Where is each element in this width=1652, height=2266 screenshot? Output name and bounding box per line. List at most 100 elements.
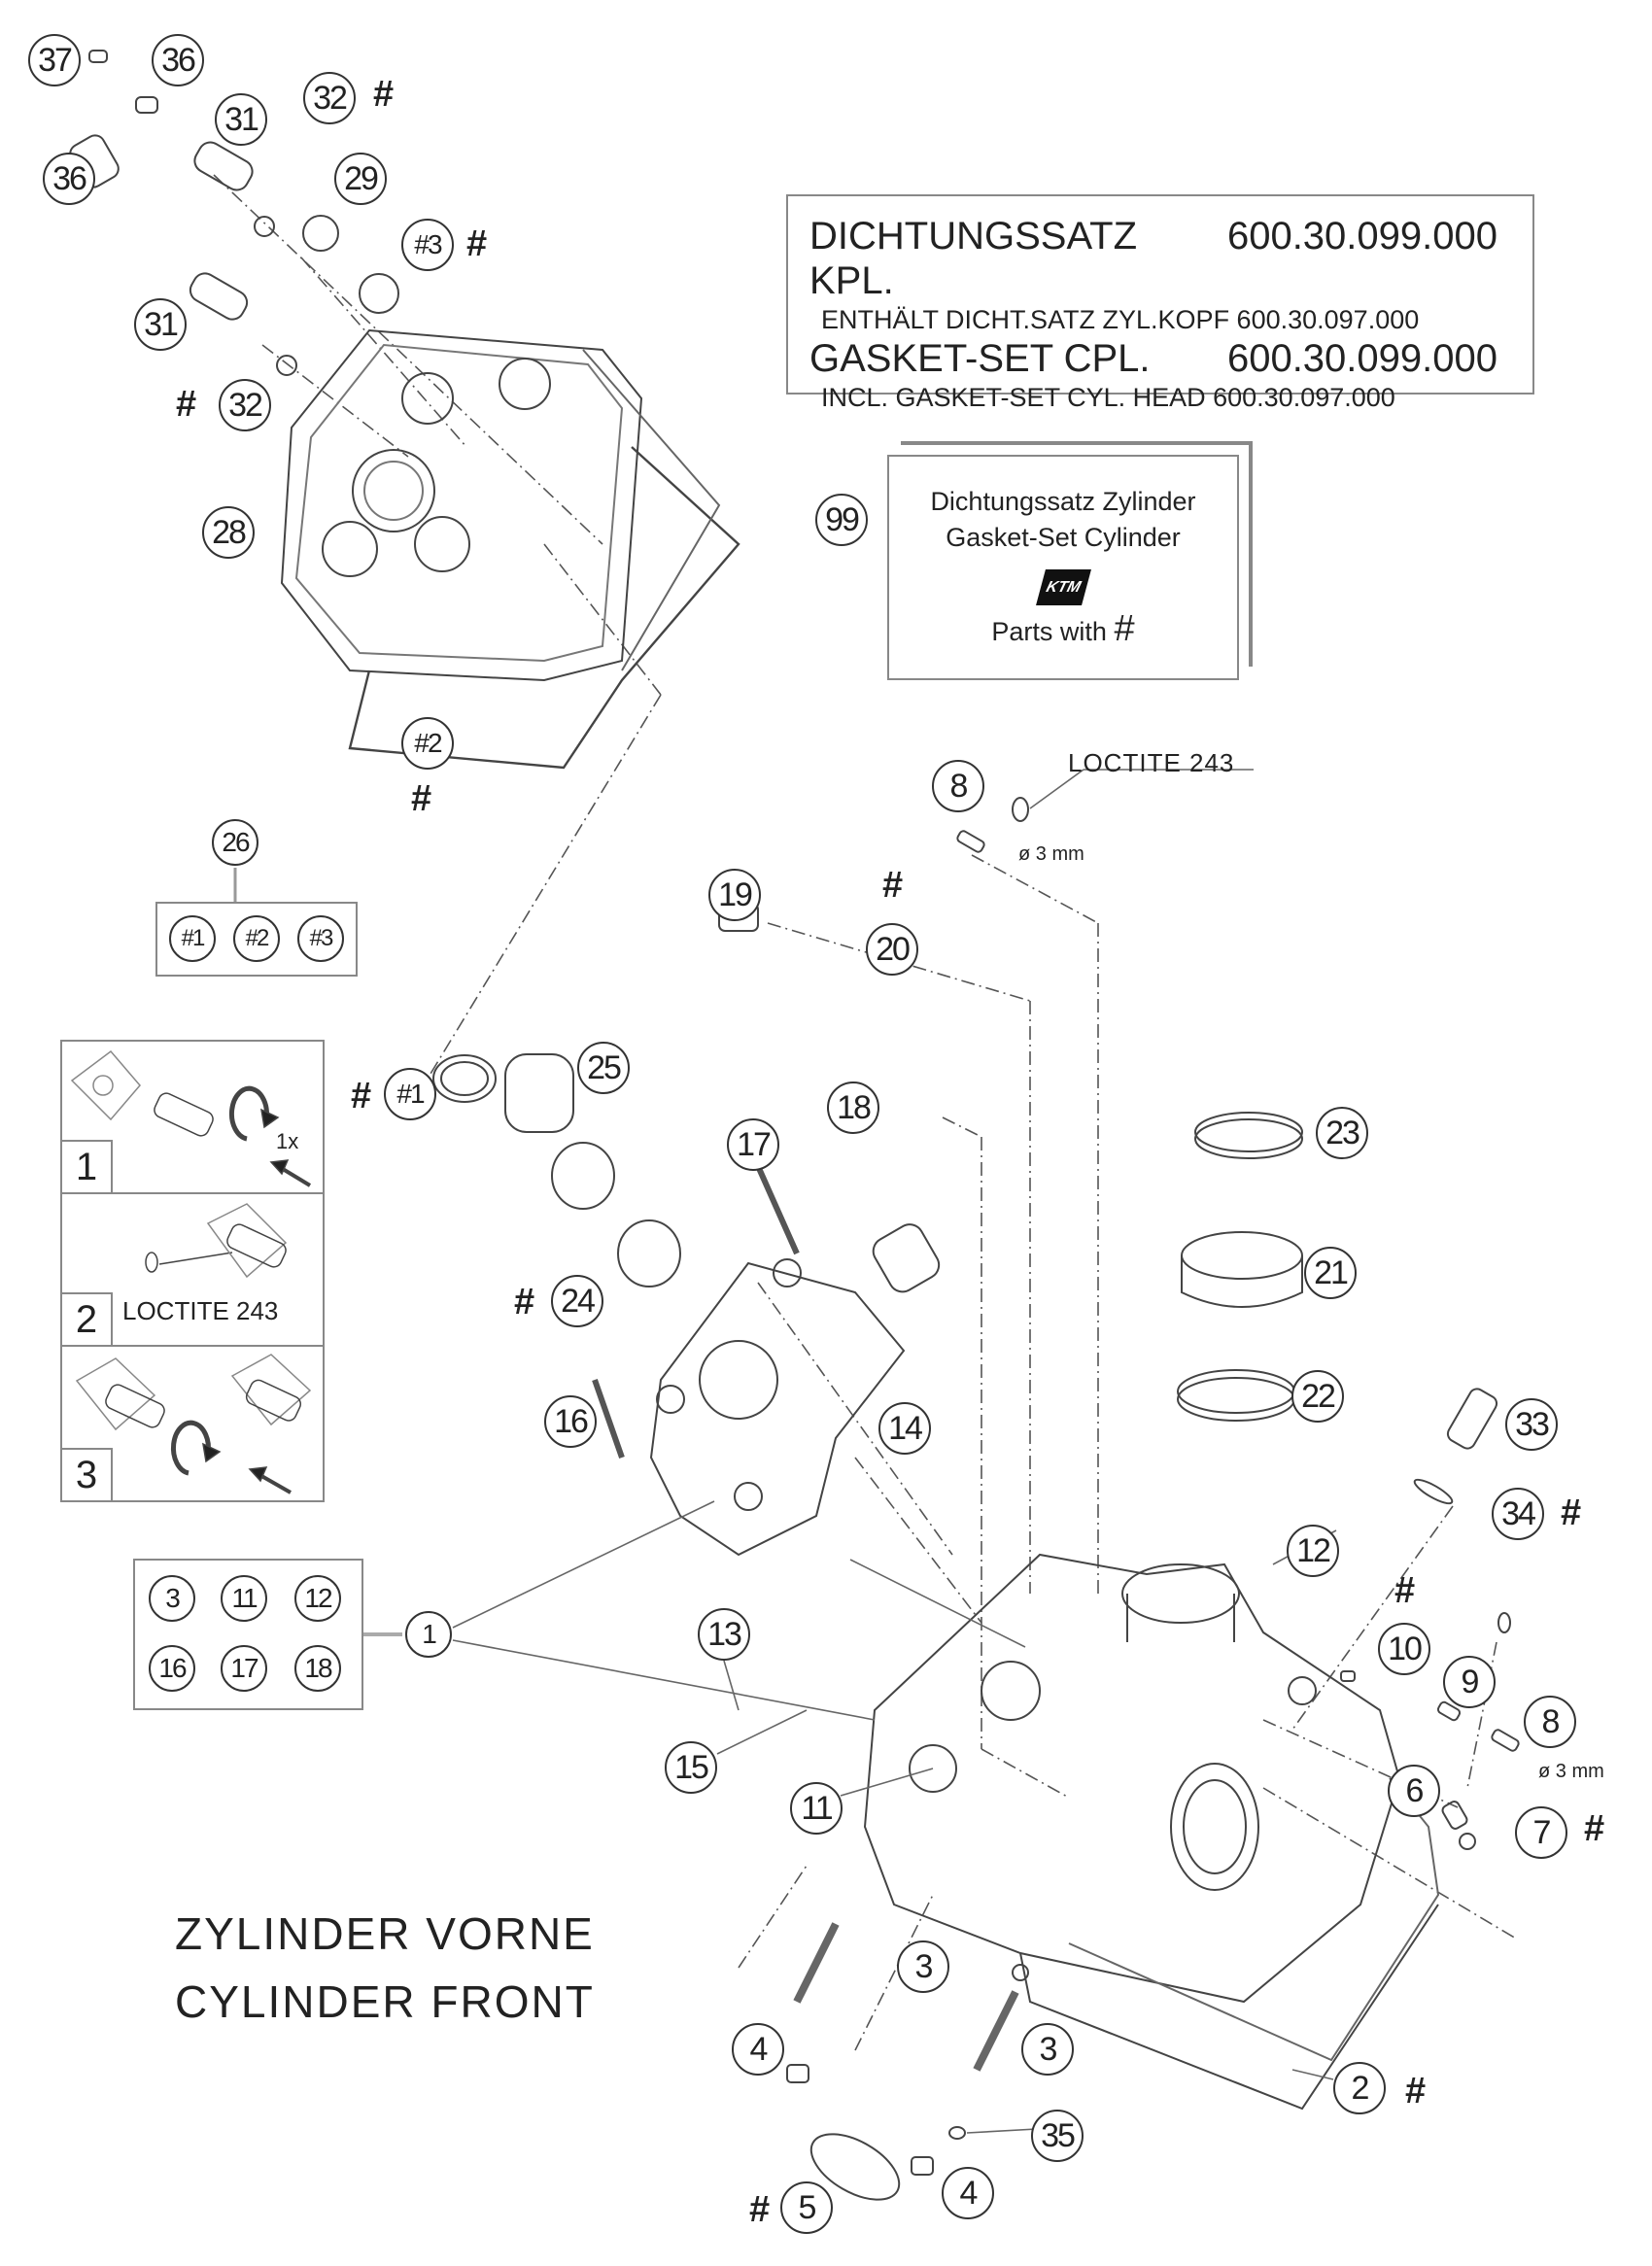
callout-36[interactable]: 36 — [152, 34, 204, 86]
callout-35[interactable]: 35 — [1031, 2110, 1084, 2162]
diagram-title-de: ZYLINDER VORNE — [175, 1908, 595, 1959]
gasket-and-tappet-drawing — [432, 1053, 681, 1288]
callout-hash-1[interactable]: #1 — [384, 1068, 436, 1120]
callout-group1-member-12[interactable]: 12 — [294, 1575, 341, 1622]
callout-group1-member-18[interactable]: 18 — [294, 1645, 341, 1692]
step-number-2: 2 — [62, 1292, 113, 1345]
assembly-step-3: 3 — [62, 1347, 323, 1500]
callout-31[interactable]: 31 — [215, 93, 267, 146]
callout-21[interactable]: 21 — [1304, 1247, 1357, 1299]
callout-25[interactable]: 25 — [577, 1042, 630, 1094]
callout-29[interactable]: 29 — [334, 153, 387, 205]
callout-hash-2[interactable]: #2 — [401, 717, 454, 770]
camshaft-carrier-drawing — [592, 903, 941, 1557]
gasket-kit-info-box: DICHTUNGSSATZ KPL. 600.30.099.000 ENTHÄLT… — [786, 194, 1534, 412]
step-2-illustration — [145, 1203, 288, 1279]
callout-5[interactable]: 5 — [780, 2181, 833, 2234]
callout-group1-member-11[interactable]: 11 — [221, 1575, 267, 1622]
callout-7[interactable]: 7 — [1515, 1806, 1567, 1859]
callout-13[interactable]: 13 — [698, 1608, 750, 1661]
diameter-note-right: ø 3 mm — [1538, 1761, 1604, 1782]
callout-20[interactable]: 20 — [866, 923, 918, 976]
callout-26[interactable]: 26 — [212, 819, 258, 866]
hash-marker: # — [1394, 1570, 1416, 1611]
callout-99[interactable]: 99 — [815, 494, 868, 546]
hash-marker: # — [176, 384, 197, 425]
callout-2[interactable]: 2 — [1333, 2062, 1386, 2114]
hash-symbol-icon: # — [1114, 608, 1135, 649]
callout-8[interactable]: 8 — [932, 760, 984, 812]
callout-24[interactable]: 24 — [551, 1275, 603, 1327]
step-2-note: LOCTITE 243 — [122, 1296, 279, 1325]
hash-marker: # — [882, 865, 904, 906]
diameter-note-top: ø 3 mm — [1018, 843, 1084, 865]
ktm-logo: KTM — [1035, 569, 1091, 605]
callout-12[interactable]: 12 — [1287, 1525, 1339, 1577]
callout-hash-3[interactable]: #3 — [401, 219, 454, 271]
callout-group1-member-3[interactable]: 3 — [149, 1575, 195, 1622]
intake-clamp-drawing — [1177, 1112, 1303, 1422]
callout-3[interactable]: 3 — [897, 1940, 949, 1993]
callout-1[interactable]: 1 — [405, 1611, 452, 1658]
loctite-note-top: LOCTITE 243 — [1068, 748, 1235, 777]
callout-3[interactable]: 3 — [1021, 2023, 1074, 2076]
callout-18[interactable]: 18 — [827, 1082, 879, 1134]
callout-17[interactable]: 17 — [727, 1118, 779, 1171]
cylinder-head-drawing — [863, 1553, 1440, 2111]
callout-22[interactable]: 22 — [1291, 1370, 1344, 1423]
callout-15[interactable]: 15 — [665, 1741, 717, 1794]
callout-8[interactable]: 8 — [1524, 1696, 1576, 1748]
hash-marker: # — [1584, 1808, 1605, 1849]
callout-37[interactable]: 37 — [28, 34, 81, 86]
callout-group26-member-2[interactable]: #2 — [233, 915, 280, 962]
callout-34[interactable]: 34 — [1492, 1488, 1544, 1540]
hash-marker: # — [1561, 1493, 1582, 1533]
diagram-title-en: CYLINDER FRONT — [175, 1976, 595, 2027]
step-1-note: 1x — [276, 1129, 299, 1153]
assembly-steps-panel: 1 1x 2 LOCTITE 243 3 — [60, 1040, 325, 1502]
cylinder-gasket-set-package: Dichtungssatz Zylinder Gasket-Set Cylind… — [887, 455, 1239, 680]
hash-marker: # — [466, 223, 488, 264]
callout-33[interactable]: 33 — [1505, 1398, 1558, 1451]
callout-16[interactable]: 16 — [544, 1395, 597, 1448]
studs-nuts-drawing — [786, 1922, 1019, 2201]
valve-cover-drawing — [280, 328, 740, 770]
hash-marker: # — [351, 1076, 372, 1116]
callout-11[interactable]: 11 — [790, 1782, 843, 1835]
callout-14[interactable]: 14 — [878, 1402, 931, 1455]
small-bolts-drawing — [956, 797, 1520, 1850]
step-3-illustration — [75, 1354, 312, 1494]
callout-19[interactable]: 19 — [708, 869, 761, 921]
leader-lines — [213, 174, 1517, 2051]
callout-4[interactable]: 4 — [732, 2023, 784, 2076]
sensor-drawing — [1413, 1388, 1498, 1505]
hash-marker: # — [514, 1282, 535, 1322]
kit-number-de: 600.30.099.000 — [1226, 215, 1497, 258]
assembly-step-2: 2 LOCTITE 243 — [62, 1194, 323, 1347]
package-title-en: Gasket-Set Cylinder — [946, 523, 1181, 552]
step-1-illustration — [70, 1049, 312, 1187]
callout-32[interactable]: 32 — [303, 72, 356, 124]
callout-6[interactable]: 6 — [1388, 1765, 1440, 1817]
callout-36[interactable]: 36 — [43, 153, 95, 205]
callout-31[interactable]: 31 — [134, 298, 187, 351]
kit-label-en: GASKET-SET CPL. — [809, 337, 1151, 380]
callout-23[interactable]: 23 — [1316, 1107, 1368, 1159]
step-number-3: 3 — [62, 1448, 113, 1500]
callout-group1-member-17[interactable]: 17 — [221, 1645, 267, 1692]
kit-label-de: DICHTUNGSSATZ KPL. — [809, 215, 1138, 302]
callout-10[interactable]: 10 — [1378, 1623, 1430, 1675]
callout-group26-member-1[interactable]: #1 — [169, 915, 216, 962]
kit-includes-de: ENTHÄLT DICHT.SATZ ZYL.KOPF 600.30.097.0… — [821, 305, 1420, 334]
callout-28[interactable]: 28 — [202, 506, 255, 559]
callout-4[interactable]: 4 — [942, 2167, 994, 2219]
callout-group26-member-3[interactable]: #3 — [297, 915, 344, 962]
assembly-step-1: 1 1x — [62, 1042, 323, 1194]
callout-32[interactable]: 32 — [219, 379, 271, 431]
kit-number-en: 600.30.099.000 — [1226, 337, 1497, 380]
callout-group1-member-16[interactable]: 16 — [149, 1645, 195, 1692]
hash-marker: # — [373, 74, 395, 115]
callout-9[interactable]: 9 — [1443, 1656, 1496, 1708]
hash-marker: # — [411, 778, 432, 819]
